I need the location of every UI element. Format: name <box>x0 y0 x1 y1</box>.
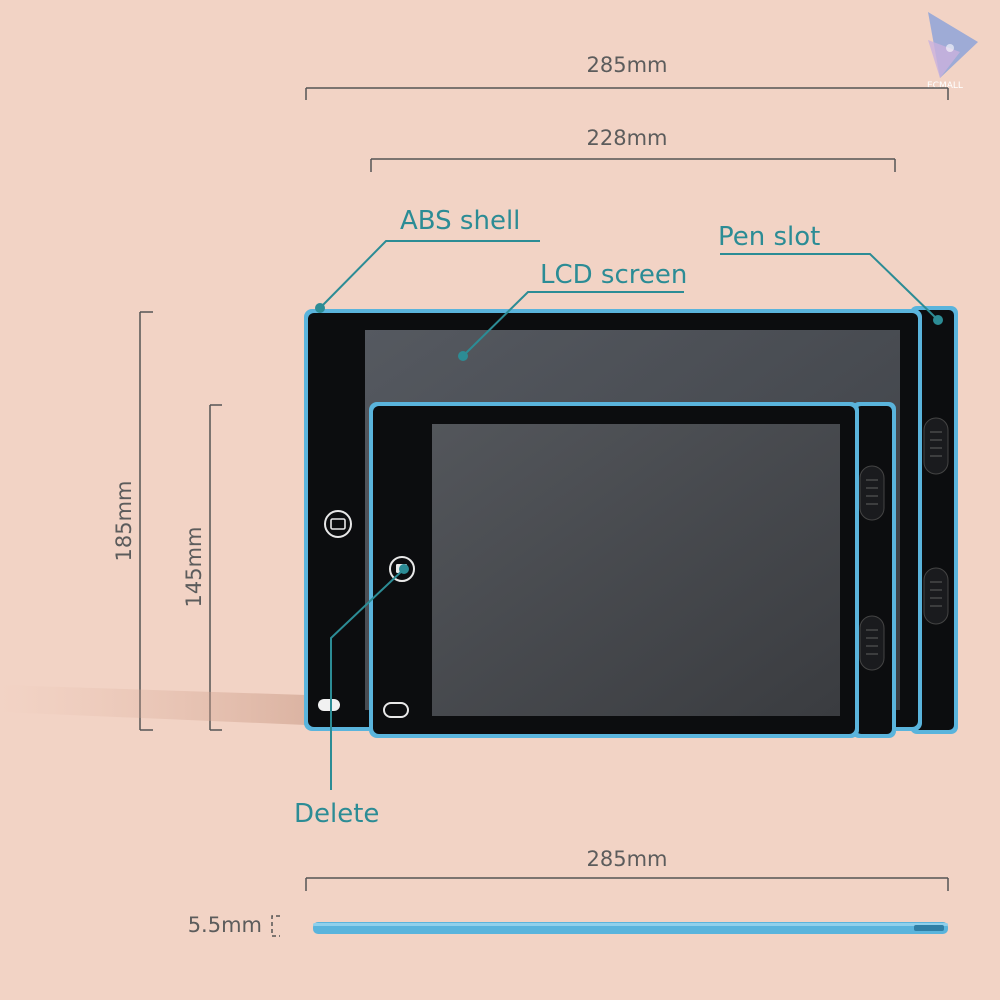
callout-abs-shell: ABS shell <box>315 206 540 313</box>
callout-pen-slot: Pen slot <box>718 222 943 325</box>
pen-slot-grip <box>923 417 949 625</box>
dimension-label-width-side: 285mm <box>587 847 668 871</box>
dimension-side-width: 285mm <box>305 847 949 891</box>
callout-label-pen-slot: Pen slot <box>718 222 820 252</box>
callout-lcd-screen: LCD screen <box>458 260 687 361</box>
dimension-height-large: 185mm <box>112 311 153 731</box>
dimension-thickness: 5.5mm <box>188 913 280 937</box>
dimension-label-height-large: 185mm <box>112 481 136 562</box>
dimension-label-thickness: 5.5mm <box>188 913 262 937</box>
callout-label-delete: Delete <box>294 799 379 829</box>
lock-icon <box>324 510 352 538</box>
tablet-small <box>369 402 896 738</box>
dimension-screen-width: 228mm <box>370 126 896 172</box>
pen-grip-small <box>859 465 885 671</box>
dimension-height-small: 145mm <box>182 404 222 731</box>
dimension-label-height-small: 145mm <box>182 527 206 608</box>
dimension-top-width: 285mm <box>305 53 949 100</box>
dimension-label-width-total: 285mm <box>587 53 668 77</box>
callout-label-abs-shell: ABS shell <box>400 206 520 236</box>
watermark-text: ECMALL <box>927 81 963 91</box>
floor-shadow <box>0 685 306 725</box>
ecmall-logo: ECMALL <box>927 12 978 91</box>
callout-label-lcd-screen: LCD screen <box>540 260 687 290</box>
tablet-side-view <box>313 922 948 934</box>
lcd-screen-small <box>432 424 840 716</box>
delete-button-large <box>318 699 340 711</box>
callout-delete: Delete <box>294 564 409 829</box>
dimension-label-width-screen: 228mm <box>587 126 668 150</box>
delete-button-small <box>383 702 409 718</box>
